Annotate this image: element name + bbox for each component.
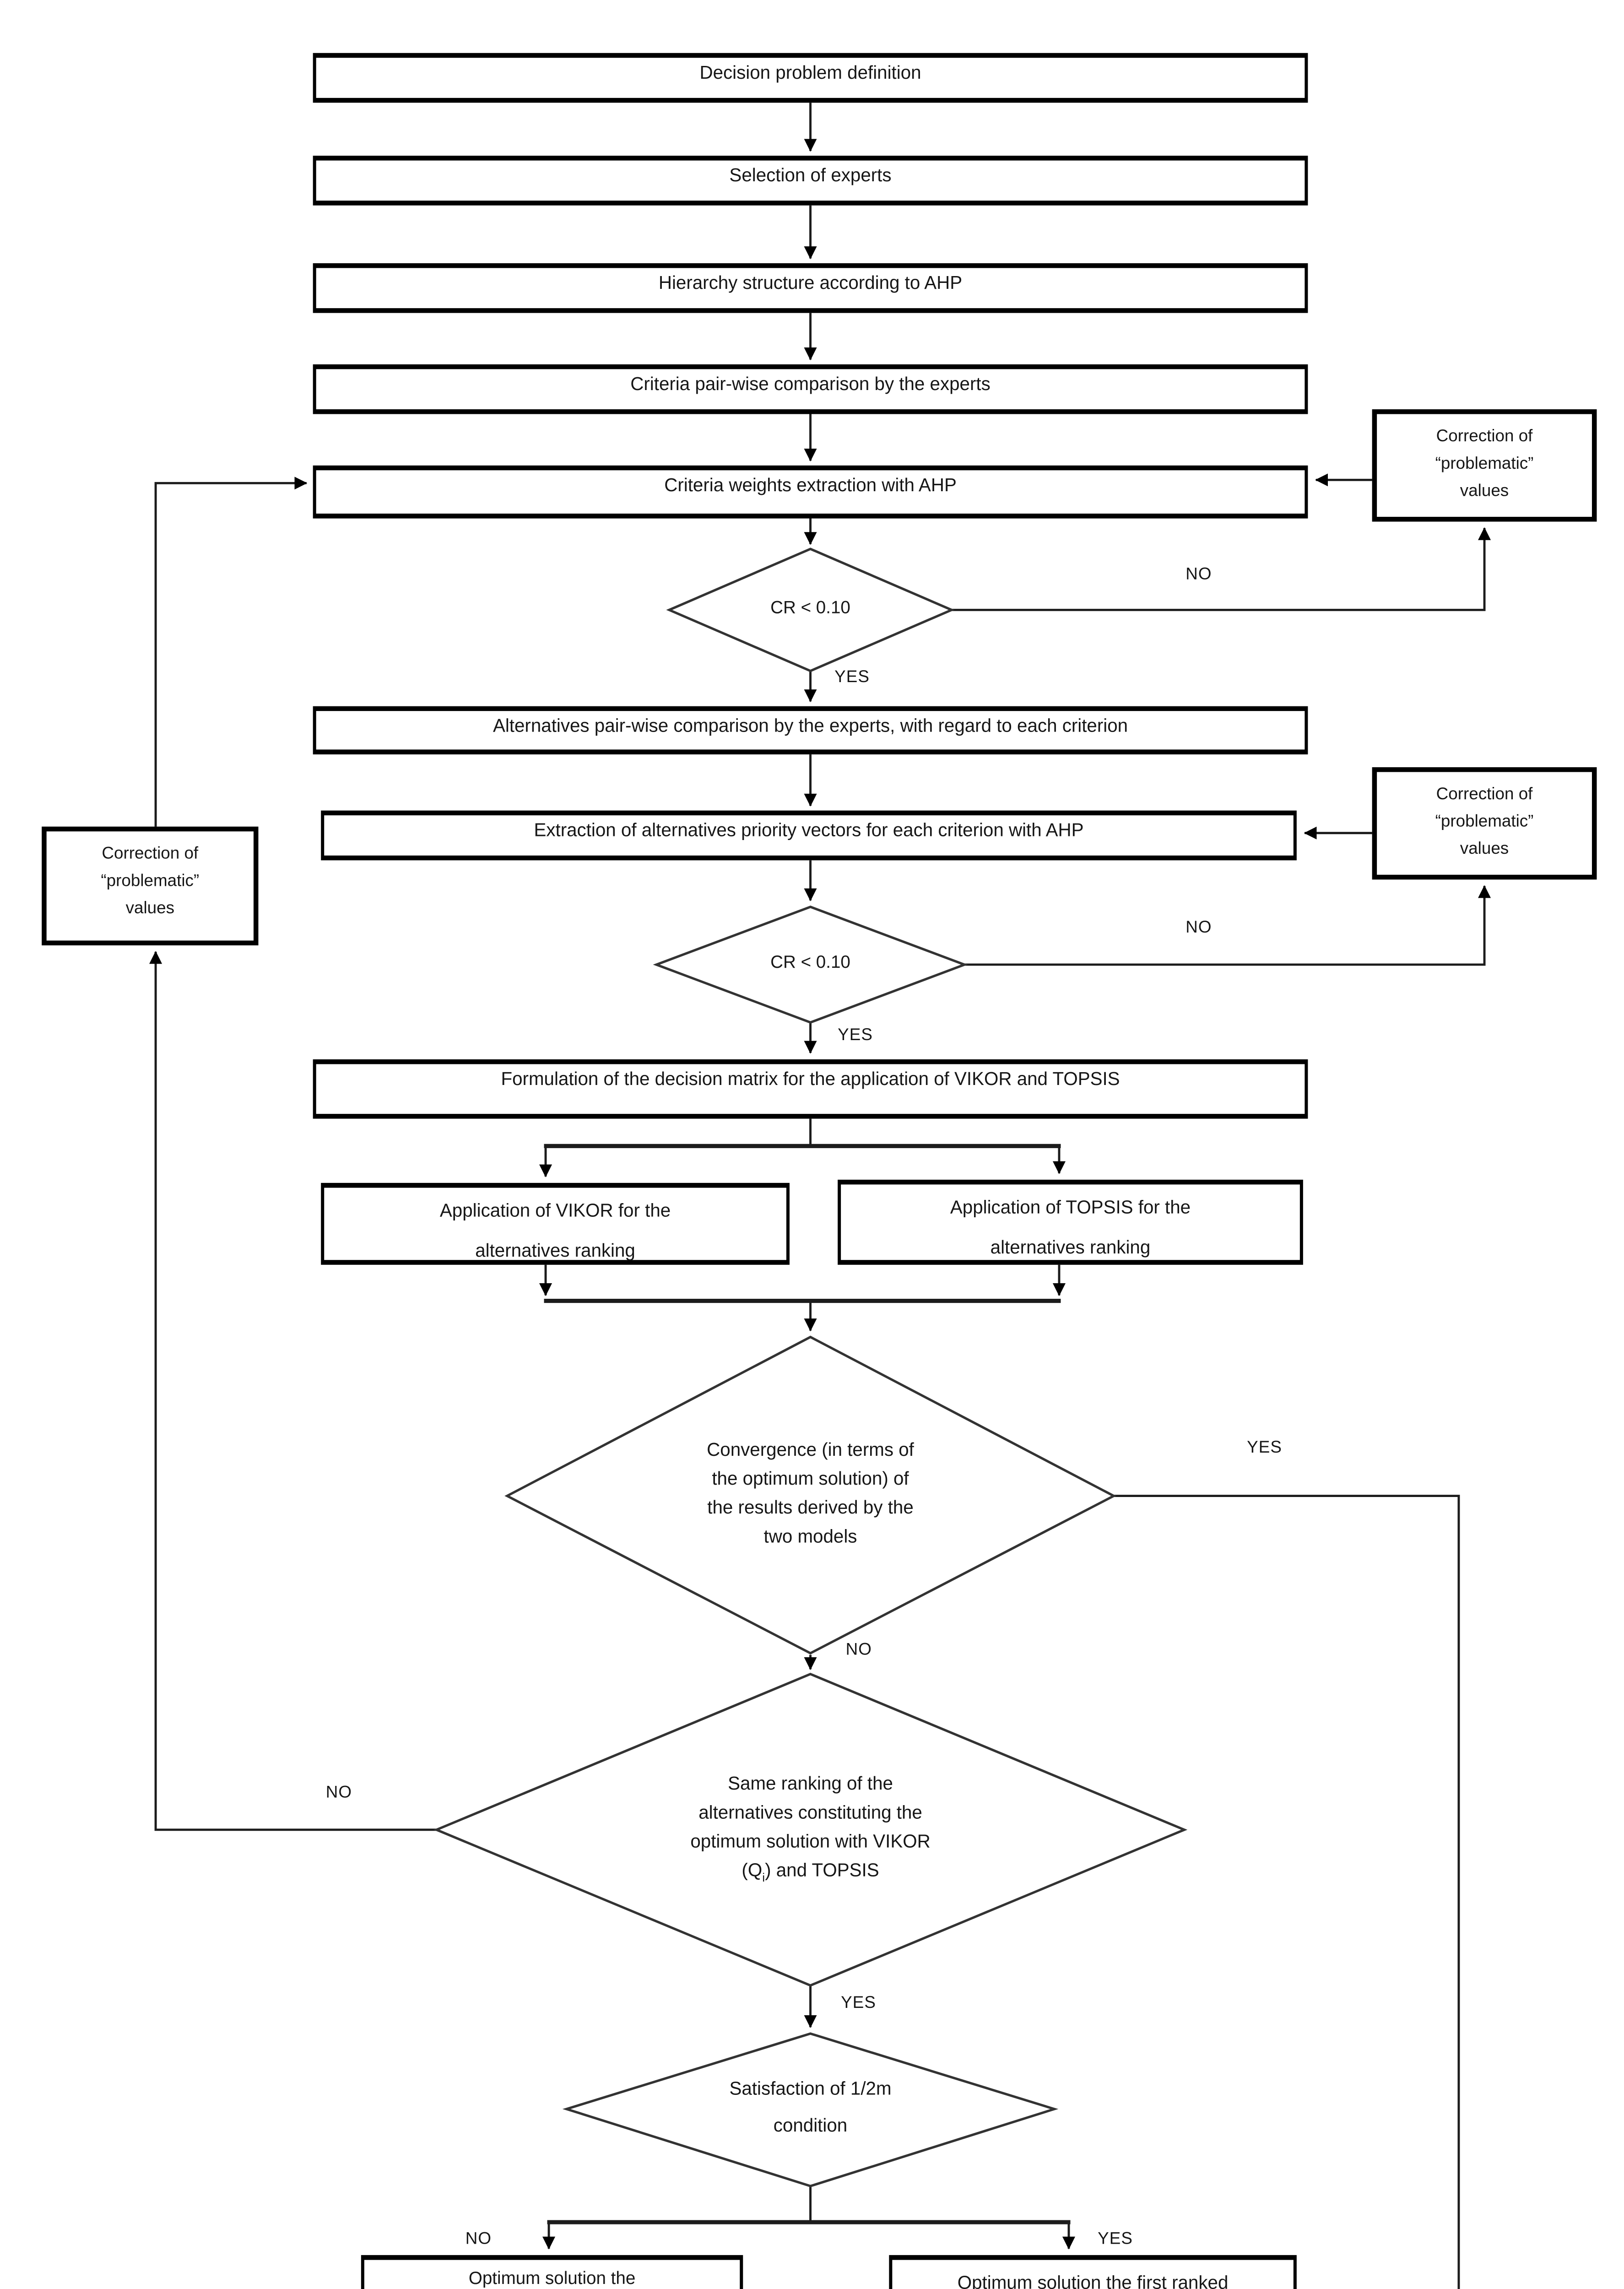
node-label-line: values [125,898,175,918]
node-label: Criteria pair-wise comparison by the exp… [630,375,991,395]
label-cr2: CR < 0.10 [770,953,850,973]
node-label-line: “problematic” [1435,454,1534,473]
node-label-line: “problematic” [1435,812,1534,831]
node-decision-problem: Decision problem definition [313,53,1308,103]
node-label: Hierarchy structure according to AHP [658,274,963,294]
node-topsis-application: Application of TOPSIS for the alternativ… [838,1179,1303,1265]
node-correction-mid-right: Correction of “problematic” values [1372,767,1597,880]
node-label-line: Correction of [1436,427,1533,446]
node-correction-left: Correction of “problematic” values [42,826,259,946]
edge-label-convergence-yes: YES [1247,1438,1283,1458]
edge-label-cr2-yes: YES [838,1025,873,1045]
label-half-m: Satisfaction of 1/2m condition [729,2080,892,2137]
node-vikor-application: Application of VIKOR for the alternative… [321,1182,790,1265]
node-label: Criteria weights extraction with AHP [664,477,957,496]
node-formulation-matrix: Formulation of the decision matrix for t… [313,1059,1308,1119]
edge-label-cr1-yes: YES [834,667,870,687]
node-hierarchy-structure: Hierarchy structure according to AHP [313,263,1308,313]
node-extraction-priority-vectors: Extraction of alternatives priority vect… [321,810,1297,861]
edge-convergence-yes-to-end [1114,1495,1460,2289]
node-criteria-pairwise: Criteria pair-wise comparison by the exp… [313,364,1308,414]
node-label-line: Application of VIKOR for the [439,1202,671,1222]
node-label: Selection of experts [729,167,892,186]
edge-label-cr1-no: NO [1186,565,1212,585]
node-label-line: Correction of [102,844,199,864]
label-convergence: Convergence (in terms of the optimum sol… [707,1441,914,1547]
edge-correction-left-to-weights [154,477,308,827]
edge-label-half-m-yes: YES [1098,2229,1133,2249]
node-label: Decision problem definition [699,64,921,84]
edge-label-same-ranking-yes: YES [841,1993,877,2013]
edge-label-same-ranking-no: NO [325,1783,352,1803]
node-label-line: “problematic” [101,871,200,891]
node-correction-top-right: Correction of “problematic” values [1372,409,1597,522]
edge-label-cr2-no: NO [1186,918,1212,938]
edge-label-half-m-no: NO [465,2229,492,2249]
node-label: Alternatives pair-wise comparison by the… [493,717,1128,737]
edge-label-convergence-no: NO [845,1640,872,1660]
label-line-with-subscript: (Qi) and TOPSIS [742,1861,879,1885]
node-label-line: Application of TOPSIS for the [950,1199,1191,1219]
node-label: Formulation of the decision matrix for t… [501,1070,1120,1090]
node-label-line: Optimum solution the first ranked [957,2274,1229,2289]
node-label: Extraction of alternatives priority vect… [534,822,1084,841]
label-same-ranking: Same ranking of the alternatives constit… [605,1772,1016,1888]
node-label-line: alternatives ranking [475,1242,635,1261]
node-label-line: values [1460,839,1509,858]
label-cr1: CR < 0.10 [770,598,850,618]
node-label-line: values [1460,481,1509,500]
node-selection-experts: Selection of experts [313,156,1308,206]
node-criteria-weights: Criteria weights extraction with AHP [313,465,1308,519]
node-alternatives-pairwise: Alternatives pair-wise comparison by the… [313,706,1308,754]
node-label-line: Correction of [1436,785,1533,804]
node-optimum-range: Optimum solution the alternatives A1, A2… [361,2255,743,2289]
node-label-line: alternatives ranking [990,1238,1151,1258]
node-label-line: Optimum solution the [468,2269,636,2289]
node-optimum-first: Optimum solution the first ranked altern… [889,2255,1297,2289]
